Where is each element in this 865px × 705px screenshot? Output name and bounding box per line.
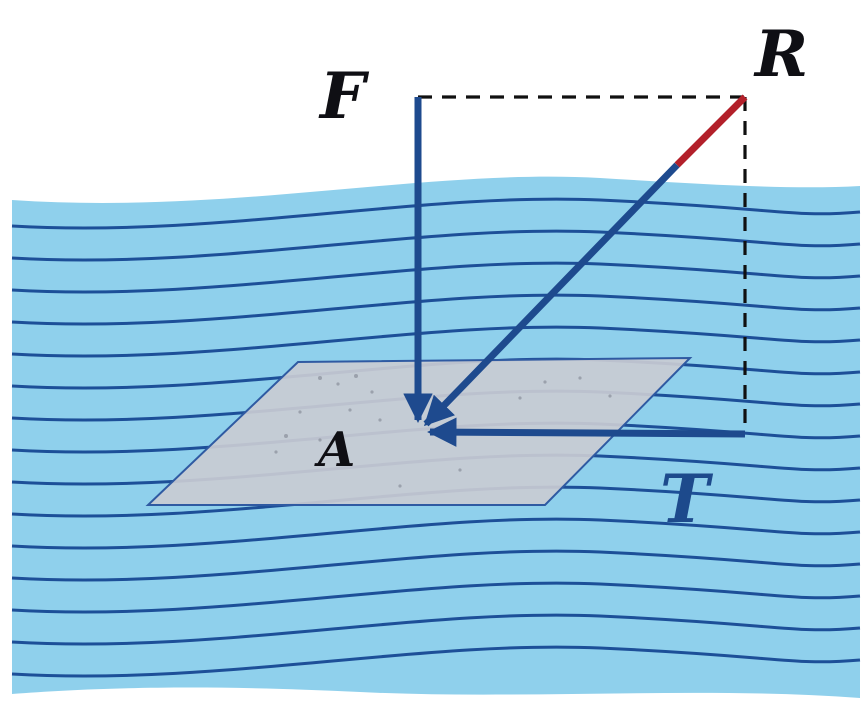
streamline (11, 613, 861, 646)
label-t: T (660, 460, 714, 538)
resultant-r-tail (674, 94, 748, 168)
streamline (11, 581, 861, 614)
label-r: R (753, 17, 808, 92)
streamline (11, 325, 861, 358)
streamline (11, 549, 861, 582)
label-f: F (318, 59, 370, 134)
streamline (11, 261, 861, 294)
surface-element-a (145, 356, 693, 506)
plate-speckle (274, 374, 612, 488)
streamline (11, 229, 861, 262)
streamline (11, 517, 861, 550)
streamline (11, 293, 861, 326)
label-a: A (314, 422, 355, 478)
streamline (11, 645, 861, 678)
resultant-r-arrow (423, 162, 680, 427)
streamline (11, 197, 861, 230)
tangential-t-arrow (427, 417, 746, 447)
